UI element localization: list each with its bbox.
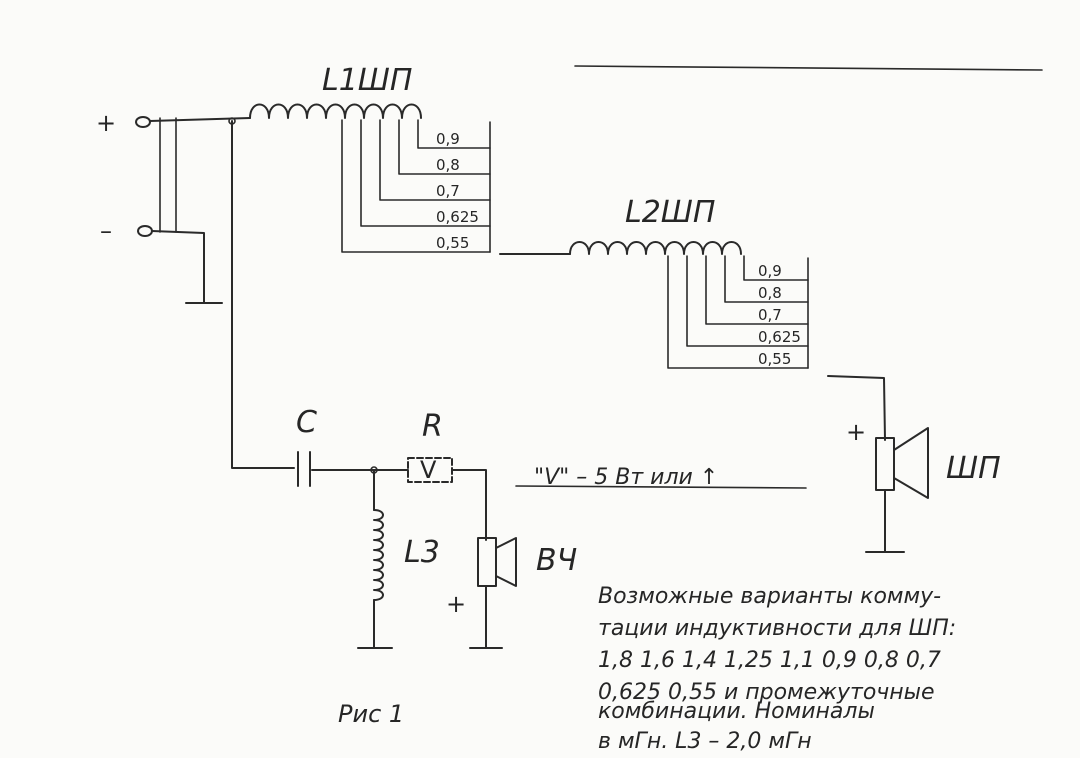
inductor-l1-label: L1ШП (322, 63, 412, 98)
figure-caption: Рис 1 (338, 700, 404, 728)
l1-tap-wire (398, 119, 491, 175)
l2-tap-label: 0,7 (758, 306, 782, 324)
inductor-l2-coil (569, 241, 742, 255)
l1-tap-label: 0,7 (436, 182, 460, 200)
inductor-l2-tap-labels: 0,9 0,8 0,7 0,625 0,55 (758, 262, 801, 368)
resistor-note-underline (515, 485, 807, 489)
header-rule (574, 65, 1043, 71)
note-line-6: в мГн. L3 – 2,0 мГн (598, 729, 812, 754)
capacitor-c-label: C (296, 405, 317, 440)
l2-tap-wire (667, 255, 809, 369)
note-block: Возможные варианты комму- тации индуктив… (598, 584, 956, 754)
l1-tap-label: 0,55 (436, 234, 469, 252)
l2-tap-label: 0,625 (758, 328, 801, 346)
l1-tap-wire (360, 119, 491, 227)
woofer-feed-wire (827, 375, 886, 441)
l1-tap-wire (341, 119, 491, 253)
note-line-3: 1,8 1,6 1,4 1,25 1,1 0,9 0,8 0,7 (598, 648, 941, 673)
inductor-l1-tap-labels: 0,9 0,8 0,7 0,625 0,55 (436, 130, 479, 252)
l2-tap-label: 0,55 (758, 350, 791, 368)
l1-tap-label: 0,9 (436, 130, 460, 148)
l2-tap-label: 0,9 (758, 262, 782, 280)
ground-wire-left (151, 230, 205, 304)
l1-tap-label: 0,625 (436, 208, 479, 226)
tweeter-branch-wire (231, 120, 295, 469)
l2-tap-wire (743, 255, 809, 281)
plus-sign-input: + (96, 109, 116, 137)
plus-sign-tweeter: + (446, 590, 466, 618)
l2-tap-wire (724, 255, 809, 303)
note-line-4: 0,625 0,55 и промежуточные (598, 680, 935, 705)
inductor-l3-coil (373, 509, 384, 601)
woofer-speaker-symbol (875, 427, 929, 499)
capacitor-c-symbol (297, 451, 311, 487)
note-line-1: Возможные варианты комму- (598, 584, 941, 609)
tweeter-speaker-symbol (477, 537, 517, 587)
inductor-l1-tap-wires (341, 119, 491, 253)
input-terminal-plus: + (96, 109, 151, 137)
resistor-r-label: R (422, 409, 443, 444)
inductor-l1-coil (249, 103, 422, 119)
inductor-l2-label: L2ШП (625, 195, 715, 230)
resistor-mark: V (420, 456, 437, 484)
woofer-label: ШП (946, 451, 1001, 486)
plus-sign-woofer: + (846, 418, 866, 446)
l2-tap-wire (686, 255, 809, 347)
inductor-l3-label: L3 (404, 535, 440, 570)
input-bridge-wires (159, 117, 177, 233)
resistor-to-tweeter-wire (451, 469, 487, 541)
note-line-2: тации индуктивности для ШП: (598, 616, 956, 641)
l2-tap-wire (705, 255, 809, 325)
note-line-5: комбинации. Номиналы (598, 699, 875, 724)
l1-tap-wire (379, 119, 491, 201)
l1-tap-label: 0,8 (436, 156, 460, 174)
tweeter-label: ВЧ (536, 543, 577, 578)
inductor-l2-tap-wires (667, 255, 809, 369)
input-terminal-minus: – (100, 217, 153, 245)
l1-tap-wire (417, 119, 491, 149)
l2-tap-label: 0,8 (758, 284, 782, 302)
minus-sign-input: – (100, 217, 112, 245)
